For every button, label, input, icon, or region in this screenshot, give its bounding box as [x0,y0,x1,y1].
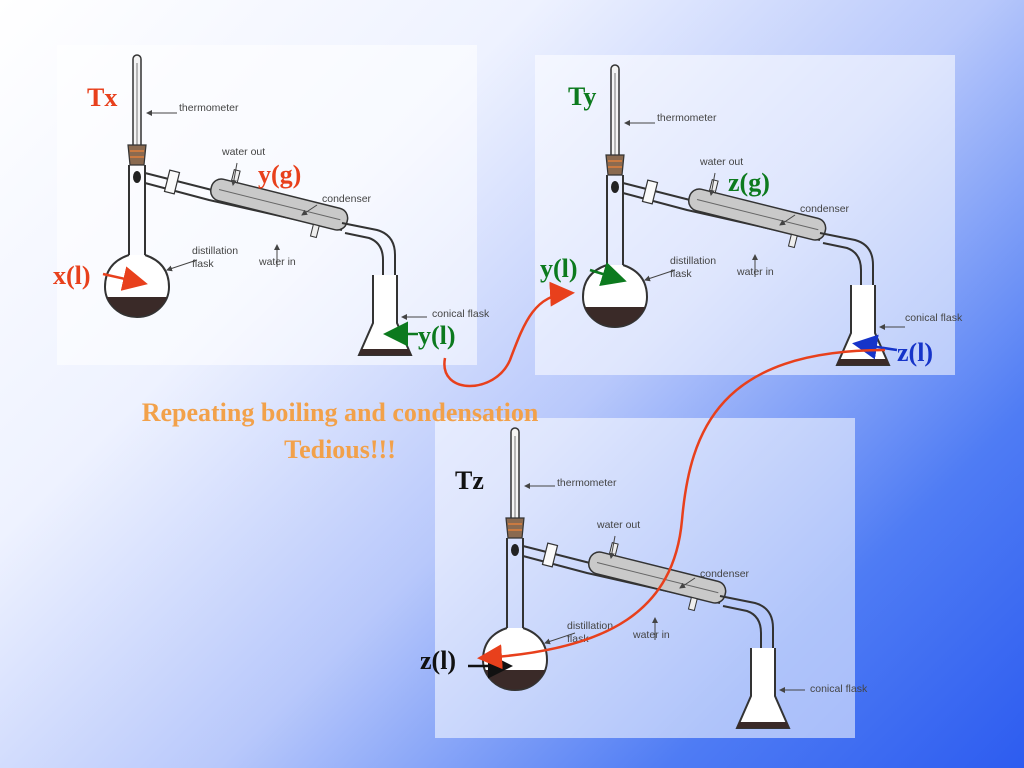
water-out-label: water out [221,146,265,158]
setup-2-flask-content-label: y(l) [540,254,578,283]
condenser-label: condenser [322,193,372,205]
flask-label: flask [670,268,692,280]
setup-2-flask-arrow [589,262,627,286]
conical-flask-label: conical flask [432,308,490,320]
caption-line-1: Repeating boiling and condensation [141,398,539,427]
setup-3-temp-label: Tz [455,466,484,495]
caption: Repeating boiling and condensation Tedio… [60,395,620,469]
conical-flask-label: conical flask [905,312,963,324]
setup-3-flask-content-label: z(l) [420,646,456,675]
water-out-label: water out [699,156,743,168]
condenser-label: condenser [800,203,850,215]
water-out-label: water out [596,519,640,531]
setup-1: thermometer water out condenser distilla… [57,45,490,365]
transfer-arrow-1-to-2 [443,281,575,388]
setup-1-distillate-label: y(l) [418,321,456,350]
distillation-flask-label: distillation [567,620,613,632]
setup-2-distillate-label: z(l) [897,338,933,367]
setup-1-vapor-label: y(g) [258,160,301,189]
setup-2: thermometer water out condenser distilla… [535,55,963,375]
setup-2-distillate-arrow [852,334,898,360]
water-in-label: water in [258,256,296,268]
setup-3: thermometer water out condenser distilla… [435,418,868,738]
setup-2-vapor-label: z(g) [728,168,770,197]
distillation-flask-label: distillation [670,255,716,267]
thermometer-label: thermometer [179,102,239,114]
flask-label: flask [192,258,214,270]
thermometer-label: thermometer [657,112,717,124]
setup-1-temp-label: Tx [87,83,117,112]
setup-1-flask-content-label: x(l) [53,261,91,290]
thermometer-label: thermometer [557,477,617,489]
conical-flask-label: conical flask [810,683,868,695]
water-in-label: water in [632,629,670,641]
distillation-flask-label: distillation [192,245,238,257]
setup-2-temp-label: Ty [568,82,596,111]
water-in-label: water in [736,266,774,278]
condenser-label: condenser [700,568,750,580]
caption-line-2: Tedious!!! [284,434,396,464]
flask-label: flask [567,633,589,645]
transfer-arrow-2-to-3 [477,348,886,670]
setup-1-flask-arrow [102,266,148,291]
